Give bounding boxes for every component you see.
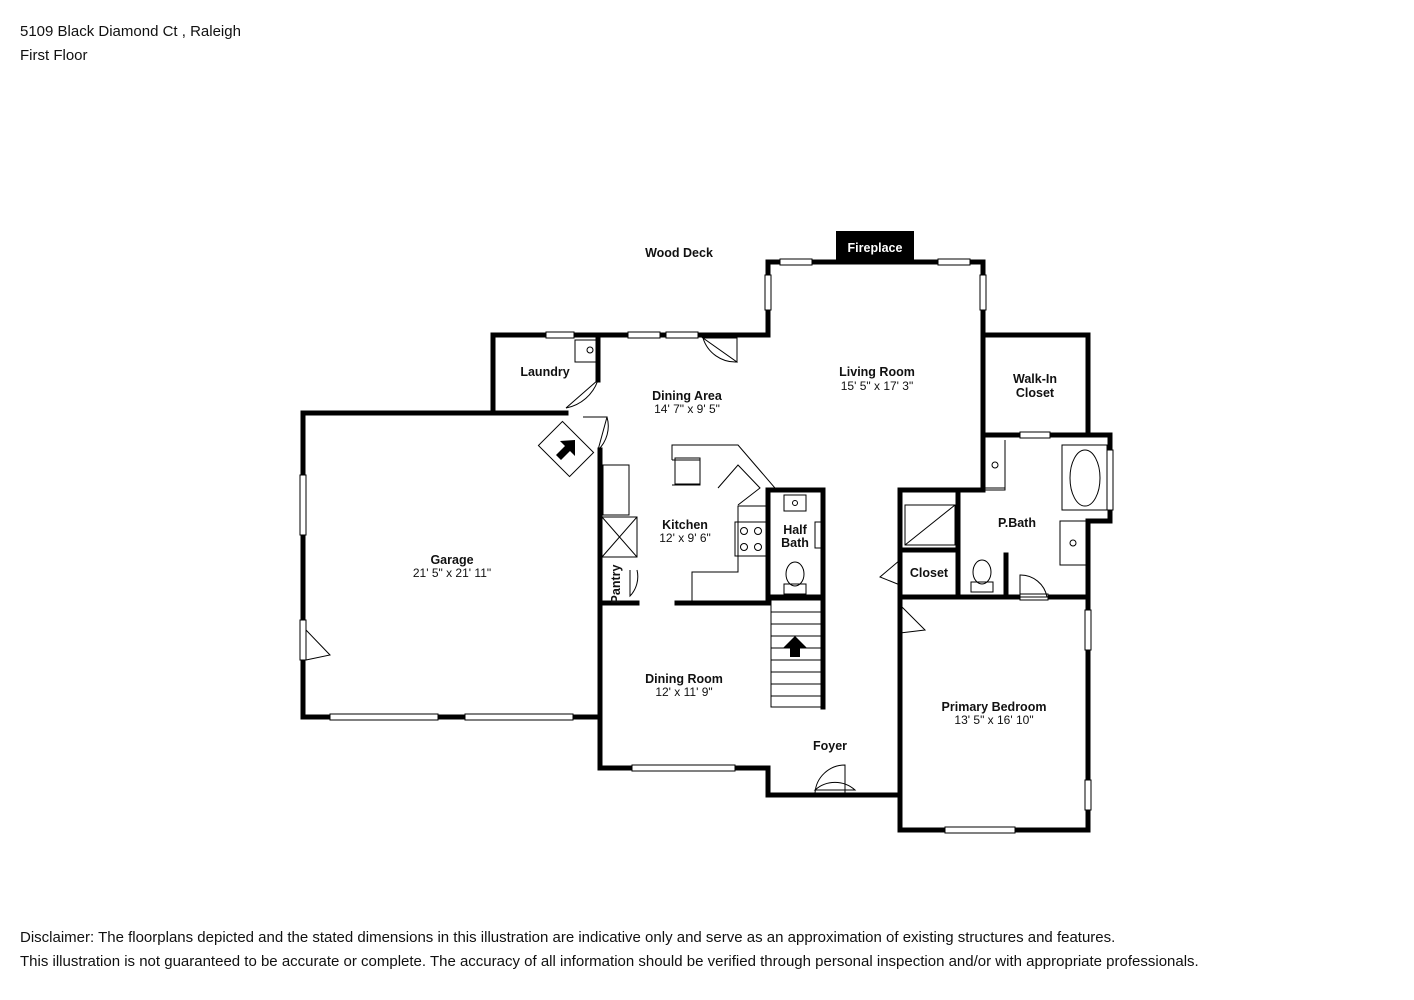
dining-room-dims: 12' x 11' 9" — [655, 685, 712, 699]
address-title: 5109 Black Diamond Ct , Raleigh — [20, 23, 241, 40]
kitchen-dims: 12' x 9' 6" — [659, 531, 711, 545]
dining-area-label: Dining Area — [652, 389, 723, 403]
p-bath-label: P.Bath — [998, 516, 1036, 530]
primary-bedroom-label: Primary Bedroom — [942, 700, 1047, 714]
stair-up-arrow-icon — [783, 636, 807, 657]
doors — [305, 337, 1048, 794]
primary-bedroom-dims: 13' 5" x 16' 10" — [954, 713, 1033, 727]
kitchen-label: Kitchen — [662, 518, 708, 532]
windows — [299, 258, 1114, 834]
walk-in-closet-label-line1: Walk-In — [1013, 372, 1057, 386]
garage-entry-arrow-icon — [556, 440, 575, 460]
dining-room-label: Dining Room — [645, 672, 723, 686]
half-bath-label-line2: Bath — [781, 536, 809, 550]
floor-label: First Floor — [20, 47, 88, 64]
fixtures — [537, 339, 1108, 708]
fireplace-label: Fireplace — [848, 241, 903, 255]
disclaimer-line2: This illustration is not guaranteed to b… — [20, 953, 1199, 970]
walls — [300, 259, 1113, 833]
closet-label: Closet — [910, 566, 949, 580]
garage-label: Garage — [430, 553, 473, 567]
staircase — [770, 599, 822, 708]
pantry-label: Pantry — [609, 565, 623, 604]
walk-in-closet-label-line2: Closet — [1016, 386, 1055, 400]
fireplace-box — [836, 231, 914, 263]
garage-dims: 21' 5" x 21' 11" — [413, 566, 491, 580]
disclaimer-line1: Disclaimer: The floorplans depicted and … — [20, 929, 1116, 946]
foyer-label: Foyer — [813, 739, 847, 753]
laundry-label: Laundry — [520, 365, 569, 379]
living-room-dims: 15' 5" x 17' 3" — [841, 379, 913, 393]
dining-area-dims: 14' 7" x 9' 5" — [654, 402, 720, 416]
living-room-label: Living Room — [839, 365, 915, 379]
half-bath-label-line1: Half — [783, 523, 807, 537]
wood-deck-label: Wood Deck — [645, 246, 713, 260]
